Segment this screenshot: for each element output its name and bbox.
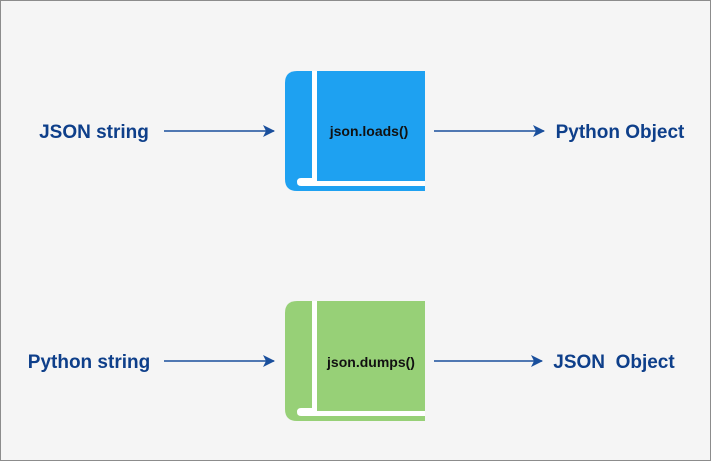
input-label-json-string: JSON string [39, 122, 149, 143]
function-label-json-dumps: json.dumps() [326, 354, 415, 370]
book-cover-green [285, 301, 425, 421]
function-label-json-loads: json.loads() [329, 123, 409, 139]
output-label-python-object: Python Object [556, 122, 685, 143]
book-icon-dumps: json.dumps() [285, 301, 425, 421]
book-icon-loads: json.loads() [285, 71, 425, 191]
output-label-json-object: JSON Object [553, 352, 675, 373]
book-cover-blue [285, 71, 425, 191]
input-label-python-string: Python string [28, 352, 150, 373]
row-dumps: Python string json.dumps() JSON Object [28, 301, 675, 421]
row-loads: JSON string json.loads() Python Object [39, 71, 685, 191]
